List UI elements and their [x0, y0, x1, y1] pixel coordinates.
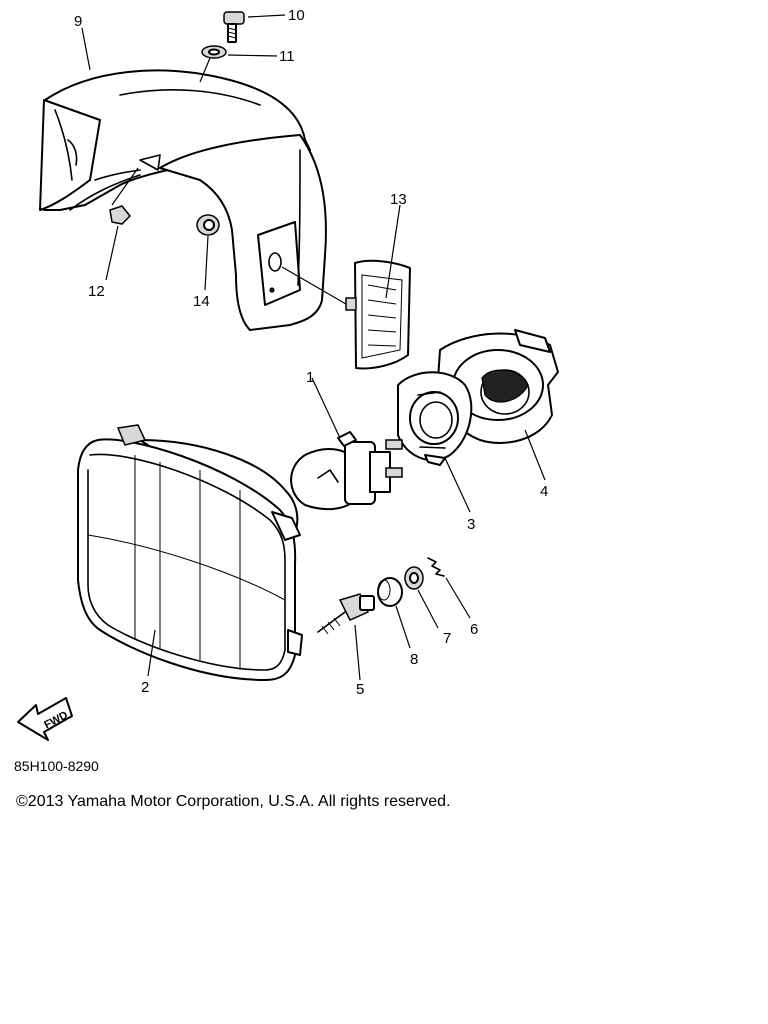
callout-7: 7	[443, 630, 451, 647]
part-13-reflector	[281, 259, 411, 370]
callout-9: 9	[74, 13, 82, 30]
part-6-spring	[427, 557, 445, 577]
callout-labels: 1 2 3 4 5 6 7 8 9 10 11 12 13 14	[74, 7, 548, 698]
part-7-washer	[404, 566, 424, 590]
part-9-headlight-cover	[39, 69, 327, 331]
forward-direction-arrow: FWD	[17, 697, 73, 741]
callout-5: 5	[356, 681, 364, 698]
callout-11: 11	[279, 48, 295, 65]
copyright-notice: ©2013 Yamaha Motor Corporation, U.S.A. A…	[16, 793, 451, 810]
callout-13: 13	[390, 191, 407, 208]
part-10-bolt	[223, 11, 245, 43]
callout-14: 14	[193, 293, 210, 310]
part-1-bulb	[290, 431, 403, 511]
callout-3: 3	[467, 516, 475, 533]
part-2-headlight-unit	[77, 424, 303, 681]
part-8-spacer	[377, 577, 403, 607]
part-14-grommet	[196, 214, 220, 236]
callout-2: 2	[141, 679, 149, 696]
callout-12: 12	[88, 283, 105, 300]
part-5-adjusting-screw	[317, 593, 375, 635]
diagram-reference-code: 85H100-8290	[14, 758, 99, 774]
callout-4: 4	[540, 483, 548, 500]
part-12-nut	[109, 205, 132, 225]
part-11-washer	[201, 45, 227, 59]
callout-6: 6	[470, 621, 478, 638]
part-3-bulb-holder	[397, 371, 473, 466]
callout-10: 10	[288, 7, 305, 24]
callout-1: 1	[306, 369, 314, 386]
callout-8: 8	[410, 651, 418, 668]
leader-lines	[81, 14, 546, 681]
